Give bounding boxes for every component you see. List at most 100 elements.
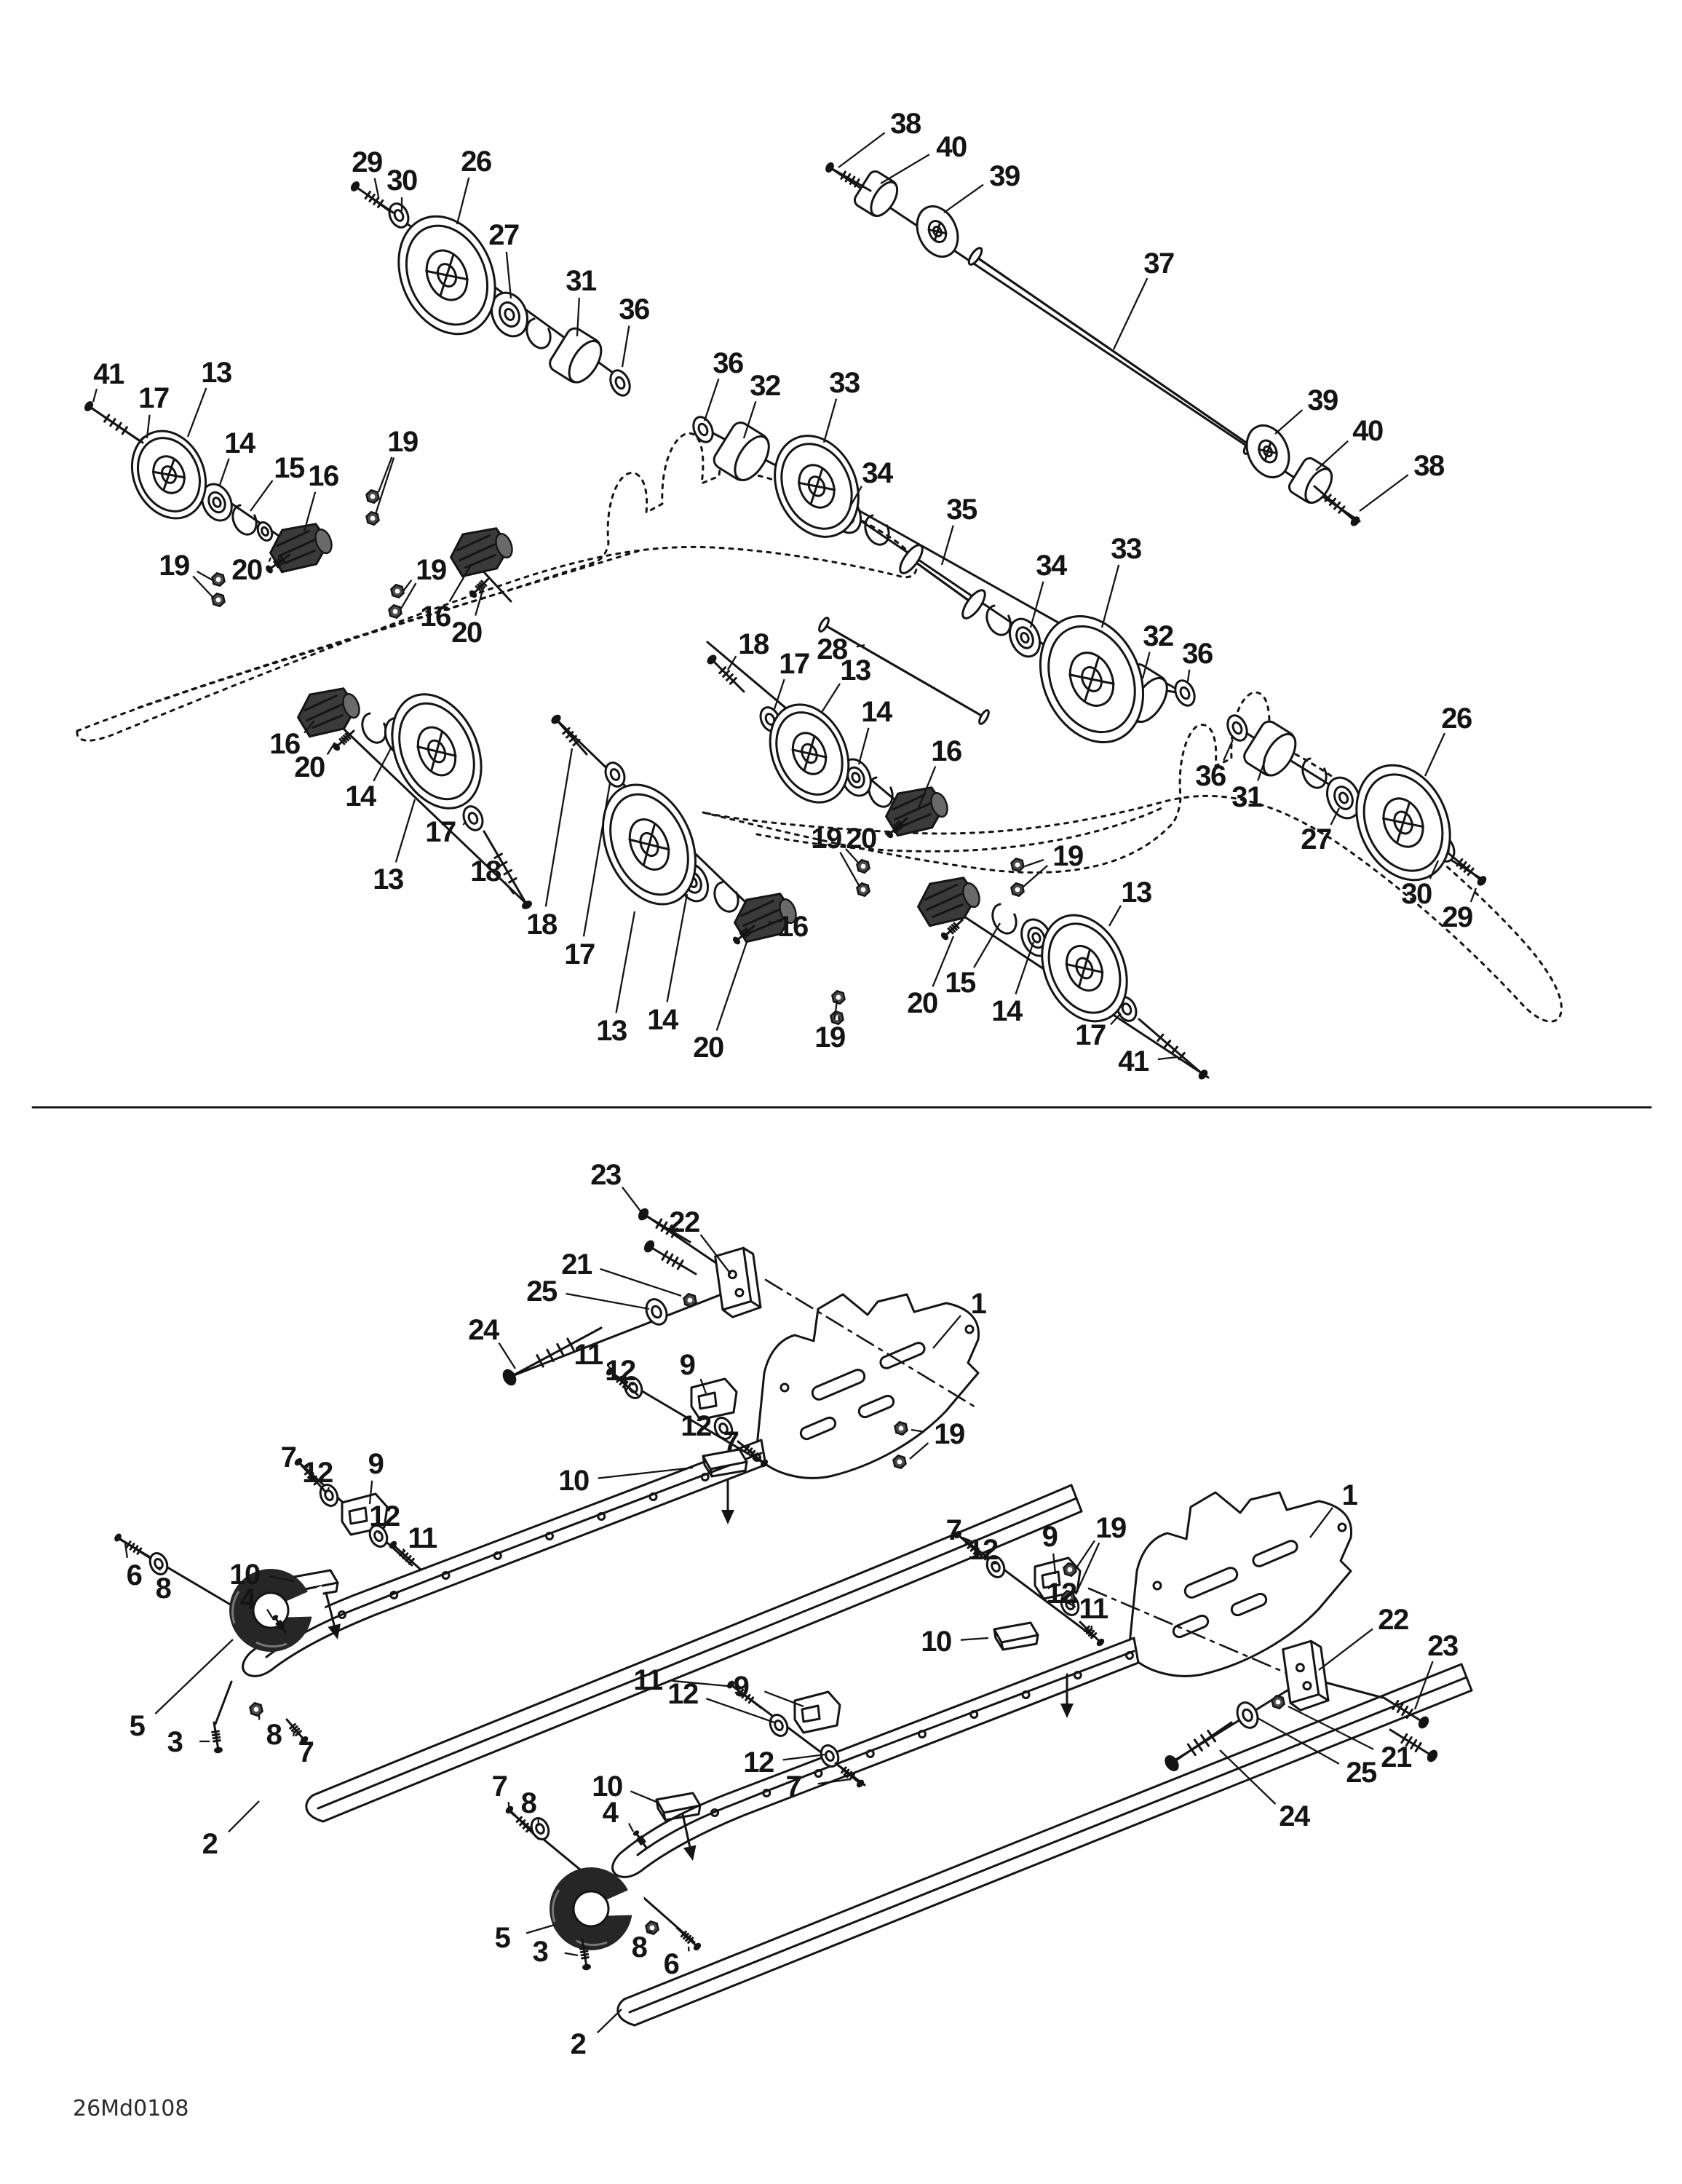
callout-leader	[1257, 1717, 1340, 1765]
idler-wheel	[397, 215, 496, 336]
callout-leader	[197, 570, 215, 582]
rail-hole	[1125, 1651, 1134, 1660]
part-callout-12: 12	[967, 1534, 998, 1566]
part-callout-12: 12	[605, 1355, 635, 1387]
callout-leader	[301, 1465, 309, 1468]
part-callout-2: 2	[202, 1828, 218, 1860]
part-callout-20: 20	[294, 751, 325, 783]
callout-leader	[303, 491, 317, 532]
lock-nut	[211, 571, 226, 587]
bolt	[483, 830, 532, 909]
callout-leader	[1219, 1749, 1277, 1805]
callout-leader	[884, 827, 902, 835]
idler-wheel	[391, 693, 483, 810]
part-callout-30: 30	[1401, 878, 1432, 910]
rear-arm-slot	[755, 807, 1163, 852]
lock-nut	[211, 592, 226, 608]
part-callout-35: 35	[946, 494, 977, 526]
callout-leader	[159, 1566, 162, 1571]
rail-hole	[918, 1730, 927, 1738]
callout-leader	[475, 587, 485, 616]
part-callout-7: 7	[786, 1770, 801, 1803]
callout-leader	[402, 1548, 406, 1553]
lock-nut	[1010, 882, 1025, 898]
callout-leader	[817, 1778, 851, 1785]
rail-hole	[710, 1808, 719, 1817]
callout-leader	[186, 387, 207, 438]
callout-leader	[1223, 739, 1234, 761]
part-callout-7: 7	[492, 1770, 507, 1803]
part-callout-11: 11	[574, 1339, 603, 1371]
callout-leader	[615, 911, 636, 1013]
callout-leader	[932, 1315, 961, 1349]
part-callout-13: 13	[373, 863, 403, 895]
part-callout-18: 18	[738, 628, 769, 660]
callout-leader	[326, 1487, 330, 1492]
lock-nut	[856, 858, 870, 874]
stopper-damper	[690, 1377, 738, 1421]
part-callout-34: 34	[862, 457, 894, 489]
stopper-damper	[793, 1690, 841, 1734]
callout-leader	[1029, 581, 1044, 628]
rail-hole	[1021, 1690, 1031, 1699]
callout-leader	[582, 783, 611, 937]
callout-leader	[838, 132, 886, 168]
callout-leader	[462, 820, 467, 826]
circlip	[1301, 757, 1328, 789]
washer	[820, 1744, 840, 1768]
slider-pad	[702, 1448, 748, 1478]
rear-arm-outline	[702, 691, 1563, 1023]
part-callout-17: 17	[425, 816, 456, 848]
callout-leader	[699, 1378, 707, 1394]
part-callout-27: 27	[488, 219, 519, 251]
callout-leader	[960, 1637, 989, 1641]
bolt	[350, 181, 394, 214]
part-callout-8: 8	[266, 1719, 282, 1751]
bolt	[834, 1762, 865, 1788]
part-callout-3: 3	[167, 1726, 183, 1758]
callout-leader	[742, 400, 757, 439]
callout-leader	[1024, 858, 1044, 868]
callout-leader	[706, 1698, 775, 1724]
part-callout-12: 12	[1046, 1578, 1076, 1610]
part-callout-20: 20	[693, 1032, 723, 1064]
part-callout-7: 7	[723, 1426, 739, 1458]
part-callout-40: 40	[936, 131, 967, 163]
lock-nut	[894, 1420, 908, 1436]
position-arrow	[681, 1813, 697, 1861]
callout-leader	[703, 378, 720, 422]
part-callout-32: 32	[750, 370, 780, 402]
part-callout-15: 15	[945, 967, 976, 999]
figure-code: 26Md0108	[73, 2096, 189, 2121]
lock-nut	[1063, 1562, 1077, 1578]
rail-1	[242, 1439, 767, 1677]
part-callout-12: 12	[369, 1500, 400, 1532]
lock-nut	[390, 583, 405, 599]
slider-pad	[655, 1792, 702, 1821]
callout-leader	[630, 1790, 659, 1804]
washer	[388, 202, 410, 229]
callout-leader	[940, 525, 954, 566]
bolt	[675, 1926, 702, 1951]
circlip	[991, 903, 1017, 935]
washer	[713, 1417, 734, 1440]
callout-leader	[1413, 1661, 1434, 1710]
callout-leader	[1429, 860, 1440, 879]
axle-holder-block	[269, 523, 333, 574]
callout-leader	[961, 1536, 972, 1543]
bolt	[579, 1938, 591, 1971]
rail-hole	[493, 1551, 502, 1560]
part-callout-26: 26	[461, 146, 491, 178]
part-callout-9: 9	[734, 1671, 749, 1703]
stopper-damper	[341, 1492, 389, 1536]
bolt	[211, 1721, 223, 1754]
part-callout-14: 14	[861, 696, 893, 728]
part-callout-17: 17	[564, 938, 595, 970]
bolt	[469, 577, 491, 598]
callout-leader	[943, 183, 984, 213]
callout-leader	[750, 1450, 758, 1460]
idler-wheel	[1041, 914, 1128, 1023]
callout-leader	[525, 1923, 555, 1934]
callout-leader	[1100, 564, 1120, 628]
callout-leader	[1315, 440, 1349, 471]
